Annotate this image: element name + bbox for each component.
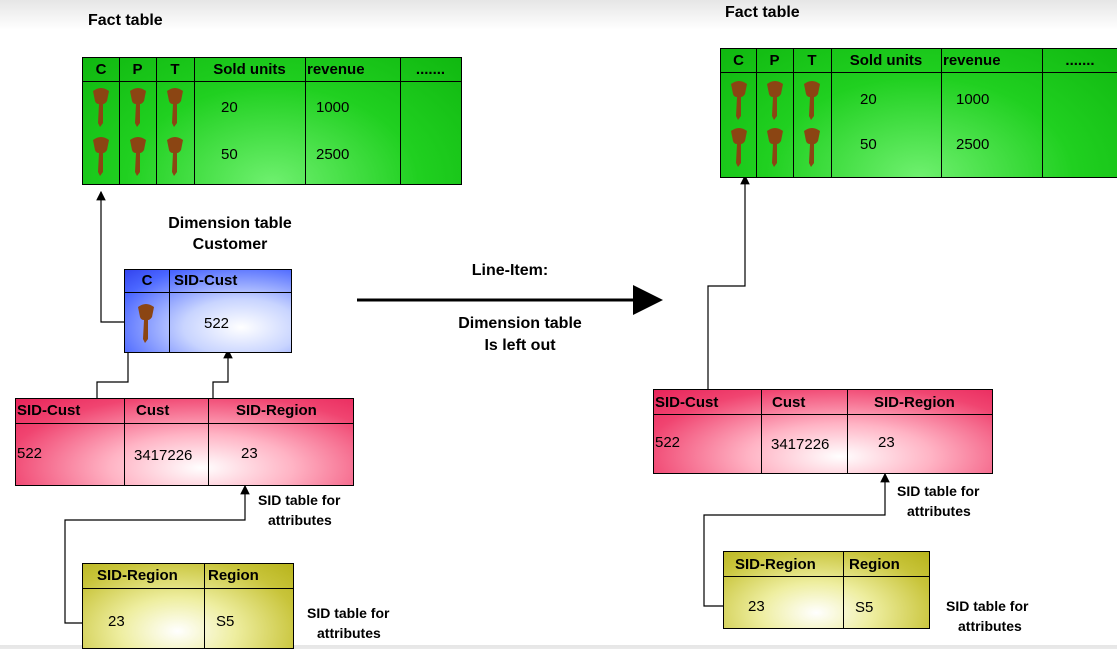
line-item-label: Line-Item: <box>471 262 549 279</box>
link-attr-to-sid-right <box>703 472 890 607</box>
dimension-left-out-line2: Is left out <box>484 337 556 354</box>
sid-header-sid-region: SID-Region <box>236 402 317 419</box>
sid-table-label-2: attributes <box>907 503 971 519</box>
fact-cell-revenue: 1000 <box>316 99 350 116</box>
key-icon <box>167 137 183 176</box>
dim-cell-sid-cust: 522 <box>204 315 230 332</box>
attr-cell-sid-region: 23 <box>748 598 765 615</box>
fact-header-sold-units: Sold units <box>849 52 923 69</box>
attr-table-label-2: attributes <box>958 618 1022 634</box>
sid-cell-sid-region: 23 <box>878 434 895 451</box>
key-icon <box>130 88 146 127</box>
fact-header-c: C <box>733 52 744 69</box>
attr-header-sid-region: SID-Region <box>97 567 178 584</box>
sid-header-sid-cust: SID-Cust <box>655 394 719 411</box>
link-dim-to-fact <box>96 190 128 323</box>
fact-header-t: T <box>807 52 817 69</box>
sid-cell-sid-region: 23 <box>241 445 258 462</box>
key-icon <box>804 128 820 167</box>
link-sid-to-fact-right <box>707 174 750 390</box>
attr-header-sid-region: SID-Region <box>735 556 816 573</box>
sid-header-sid-region: SID-Region <box>874 394 955 411</box>
sid-cell-cust: 3417226 <box>771 436 830 453</box>
sid-header-cust: Cust <box>772 394 806 411</box>
right-fact-table: C P T Sold units revenue ....... 20 1000… <box>720 48 1117 178</box>
attr-table-label: SID table for <box>946 598 1029 614</box>
customer-dimension-table: C SID-Cust 522 <box>124 269 292 353</box>
attr-table-label-2: attributes <box>317 625 381 641</box>
left-sid-table: SID-Cust Cust SID-Region 522 3417226 23 <box>15 398 354 486</box>
attr-cell-region: S5 <box>216 613 235 630</box>
fact-cell-revenue: 2500 <box>956 136 990 153</box>
fact-header-more: ....... <box>415 61 446 78</box>
attr-table-label: SID table for <box>307 605 390 621</box>
fact-header-more: ....... <box>1065 52 1095 69</box>
sid-table-label: SID table for <box>258 492 341 508</box>
attr-cell-sid-region: 23 <box>108 613 125 630</box>
key-icon <box>130 137 146 176</box>
fact-header-p: P <box>132 61 143 78</box>
attr-header-region: Region <box>208 567 259 584</box>
key-icon <box>138 304 154 343</box>
left-fact-title: Fact table <box>88 12 163 29</box>
fact-cell-sold-units: 20 <box>860 91 877 108</box>
fact-header-revenue: revenue <box>307 61 365 78</box>
fact-header-c: C <box>95 61 107 78</box>
right-attribute-table: SID-Region Region 23 S5 <box>723 551 930 629</box>
attr-cell-region: S5 <box>855 599 874 616</box>
fact-header-sold-units: Sold units <box>213 61 286 78</box>
fact-header-t: T <box>170 61 180 78</box>
sid-header-cust: Cust <box>136 402 170 419</box>
attr-header-region: Region <box>849 556 900 573</box>
link-attr-to-sid <box>64 484 250 624</box>
fact-cell-revenue: 2500 <box>316 146 350 163</box>
dim-header-sid-cust: SID-Cust <box>174 272 238 289</box>
key-icon <box>93 137 109 176</box>
sid-table-label-2: attributes <box>268 512 332 528</box>
right-fact-title: Fact table <box>725 4 800 21</box>
fact-cell-sold-units: 20 <box>221 99 238 116</box>
sid-cell-sid-cust: 522 <box>17 445 43 462</box>
dim-header-c: C <box>141 272 153 289</box>
key-icon <box>731 128 747 167</box>
dimension-title: Dimension table <box>168 215 292 232</box>
link-sid-to-dim-left <box>96 352 129 399</box>
sid-header-sid-cust: SID-Cust <box>17 402 81 419</box>
link-sid-to-dim <box>212 348 233 399</box>
dimension-subtitle: Customer <box>192 236 268 253</box>
left-fact-table: C P T Sold units revenue ....... 20 1000… <box>82 57 462 185</box>
fact-cell-sold-units: 50 <box>221 146 238 163</box>
fact-header-p: P <box>769 52 780 69</box>
key-icon <box>731 81 747 120</box>
right-sid-table: SID-Cust Cust SID-Region 522 3417226 23 <box>653 389 993 474</box>
key-icon <box>93 88 109 127</box>
key-icon <box>804 81 820 120</box>
dimension-left-out-line1: Dimension table <box>458 315 582 332</box>
key-icon <box>167 88 183 127</box>
left-attribute-table: SID-Region Region 23 S5 <box>82 563 294 649</box>
key-icon <box>767 81 783 120</box>
fact-cell-sold-units: 50 <box>860 136 877 153</box>
fact-header-revenue: revenue <box>943 52 1001 69</box>
sid-table-label: SID table for <box>897 483 980 499</box>
key-icon <box>767 128 783 167</box>
sid-cell-sid-cust: 522 <box>655 434 681 451</box>
fact-cell-revenue: 1000 <box>956 91 990 108</box>
sid-cell-cust: 3417226 <box>134 447 193 464</box>
